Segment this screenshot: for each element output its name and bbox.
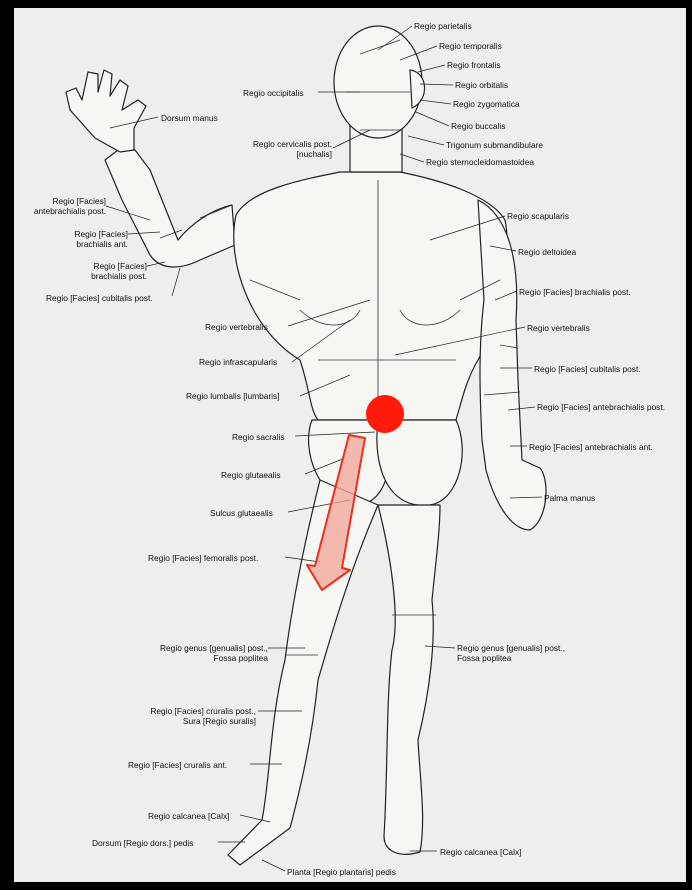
pain-point-marker [366,395,404,433]
pain-radiation-arrow [307,435,365,590]
